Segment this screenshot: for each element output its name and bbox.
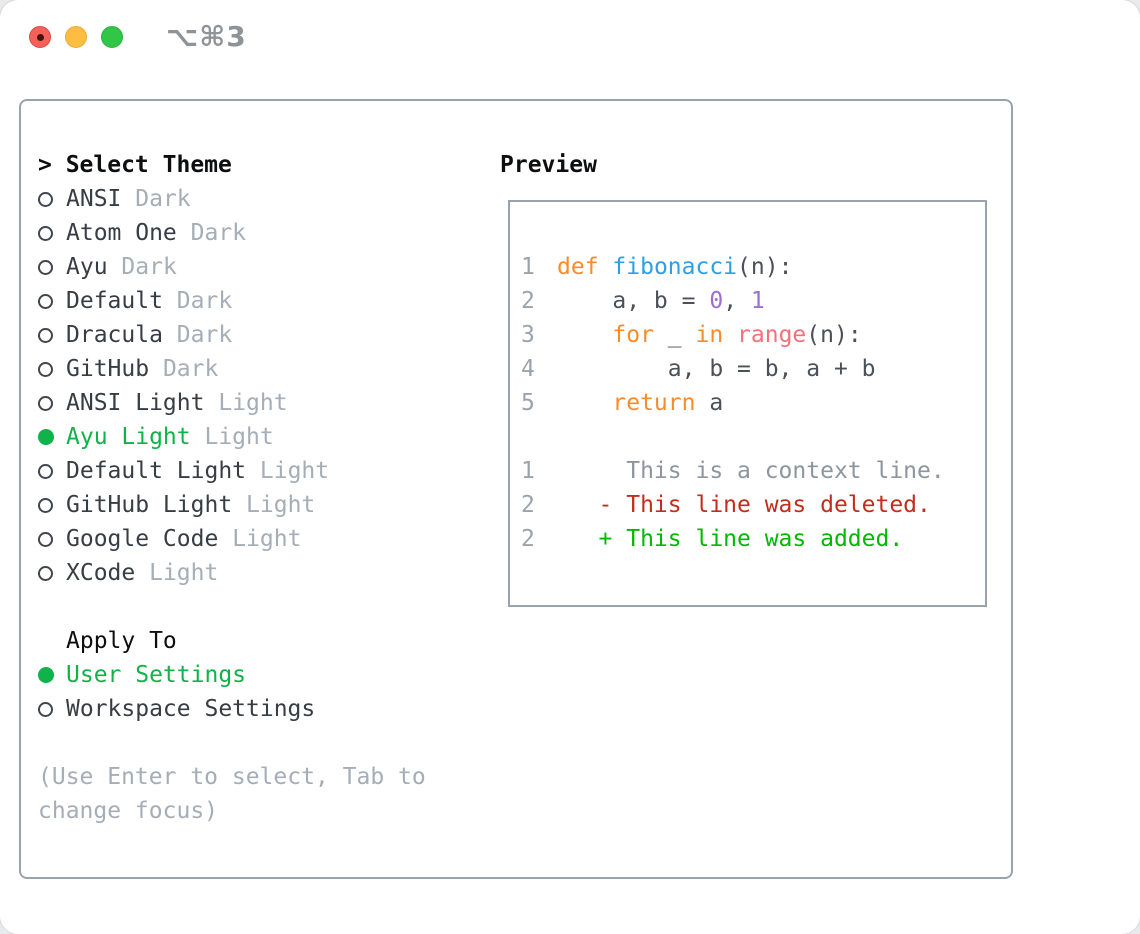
diff-line: 2 - This line was deleted.	[521, 488, 985, 522]
theme-option[interactable]: Default Light Light	[38, 454, 426, 488]
code-text: for _ in range(n):	[612, 322, 862, 348]
minimize-button[interactable]	[65, 26, 87, 48]
title-bar: ⌥⌘3	[0, 0, 1140, 74]
theme-variant: Dark	[190, 220, 247, 246]
theme-option[interactable]: Dracula Dark	[38, 318, 426, 352]
theme-option[interactable]: GitHub Dark	[38, 352, 426, 386]
theme-option[interactable]: Google Code Light	[38, 522, 426, 556]
theme-variant: Light	[204, 424, 274, 450]
preview-header: Preview	[500, 152, 597, 178]
theme-option[interactable]: ANSI Dark	[38, 182, 426, 216]
code-line: 5 return a	[521, 386, 985, 420]
theme-variant: Light	[246, 492, 316, 518]
radio-icon	[38, 701, 66, 717]
select-theme-header: > Select Theme	[38, 152, 232, 178]
line-number: 1	[521, 254, 535, 280]
line-number: 4	[521, 356, 535, 382]
line-number: 2	[521, 492, 535, 518]
theme-name: Default Light	[66, 458, 247, 484]
diff-line: 1 This is a context line.	[521, 454, 985, 488]
code-text: return a	[612, 390, 724, 416]
code-text: def fibonacci(n):	[557, 254, 793, 280]
window-title: ⌥⌘3	[166, 20, 247, 53]
zoom-button[interactable]	[101, 26, 123, 48]
radio-icon	[38, 191, 66, 207]
code-text: a, b = 0, 1	[557, 288, 765, 314]
apply-to-option[interactable]: Workspace Settings	[38, 692, 426, 726]
theme-variant: Light	[259, 458, 330, 484]
close-button[interactable]	[29, 26, 51, 48]
line-number: 1	[521, 458, 535, 484]
radio-icon	[38, 259, 66, 275]
radio-icon	[38, 395, 66, 411]
theme-name: Google Code	[66, 526, 219, 552]
diff-text: + This line was added.	[557, 526, 904, 552]
code-line: 3 for _ in range(n):	[521, 318, 985, 352]
theme-option[interactable]: Ayu Light Light	[38, 420, 426, 454]
line-number: 3	[521, 322, 535, 348]
theme-name: Ayu	[66, 254, 108, 280]
diff-line: 2 + This line was added.	[521, 522, 985, 556]
theme-name: Default	[66, 288, 163, 314]
spacer	[521, 420, 985, 454]
hint-text-line2: change focus)	[38, 798, 219, 824]
theme-option[interactable]: XCode Light	[38, 556, 426, 590]
radio-icon	[38, 293, 66, 309]
apply-to-header: Apply To	[66, 628, 177, 654]
apply-to-label: User Settings	[66, 662, 247, 688]
theme-variant: Dark	[162, 356, 219, 382]
theme-variant: Light	[218, 390, 288, 416]
theme-name: GitHub Light	[66, 492, 233, 518]
radio-selected-icon	[38, 429, 66, 445]
radio-icon	[38, 497, 66, 513]
radio-icon	[38, 463, 66, 479]
theme-name: Dracula	[66, 322, 163, 348]
theme-variant: Dark	[176, 322, 233, 348]
radio-icon	[38, 327, 66, 343]
theme-option[interactable]: Default Dark	[38, 284, 426, 318]
spacer	[38, 726, 426, 760]
theme-option[interactable]: GitHub Light Light	[38, 488, 426, 522]
code-line: 1 def fibonacci(n):	[521, 250, 985, 284]
line-number: 2	[521, 288, 535, 314]
theme-variant: Light	[232, 526, 302, 552]
theme-name: XCode	[66, 560, 136, 586]
theme-option[interactable]: Ayu Dark	[38, 250, 426, 284]
theme-option[interactable]: Atom One Dark	[38, 216, 426, 250]
line-number: 2	[521, 526, 535, 552]
hint-text-line1: (Use Enter to select, Tab to	[38, 764, 426, 790]
apply-to-option[interactable]: User Settings	[38, 658, 426, 692]
radio-icon	[38, 531, 66, 547]
apply-to-label: Workspace Settings	[66, 696, 316, 722]
diff-text: - This line was deleted.	[557, 492, 931, 518]
theme-name: Ayu Light	[66, 424, 191, 450]
radio-selected-icon	[38, 667, 66, 683]
theme-variant: Light	[149, 560, 219, 586]
theme-name: ANSI Light	[66, 390, 205, 416]
code-text: a, b = b, a + b	[557, 356, 876, 382]
theme-variant: Dark	[121, 254, 177, 280]
code-line: 4 a, b = b, a + b	[521, 352, 985, 386]
radio-icon	[38, 565, 66, 581]
theme-name: Atom One	[66, 220, 177, 246]
radio-icon	[38, 361, 66, 377]
diff-text: This is a context line.	[557, 458, 945, 484]
theme-name: ANSI	[66, 186, 122, 212]
theme-name: GitHub	[66, 356, 150, 382]
theme-variant: Dark	[176, 288, 233, 314]
theme-option[interactable]: ANSI Light Light	[38, 386, 426, 420]
line-number: 5	[521, 390, 535, 416]
radio-icon	[38, 225, 66, 241]
code-line: 2 a, b = 0, 1	[521, 284, 985, 318]
spacer	[38, 590, 426, 624]
theme-variant: Dark	[135, 186, 191, 212]
